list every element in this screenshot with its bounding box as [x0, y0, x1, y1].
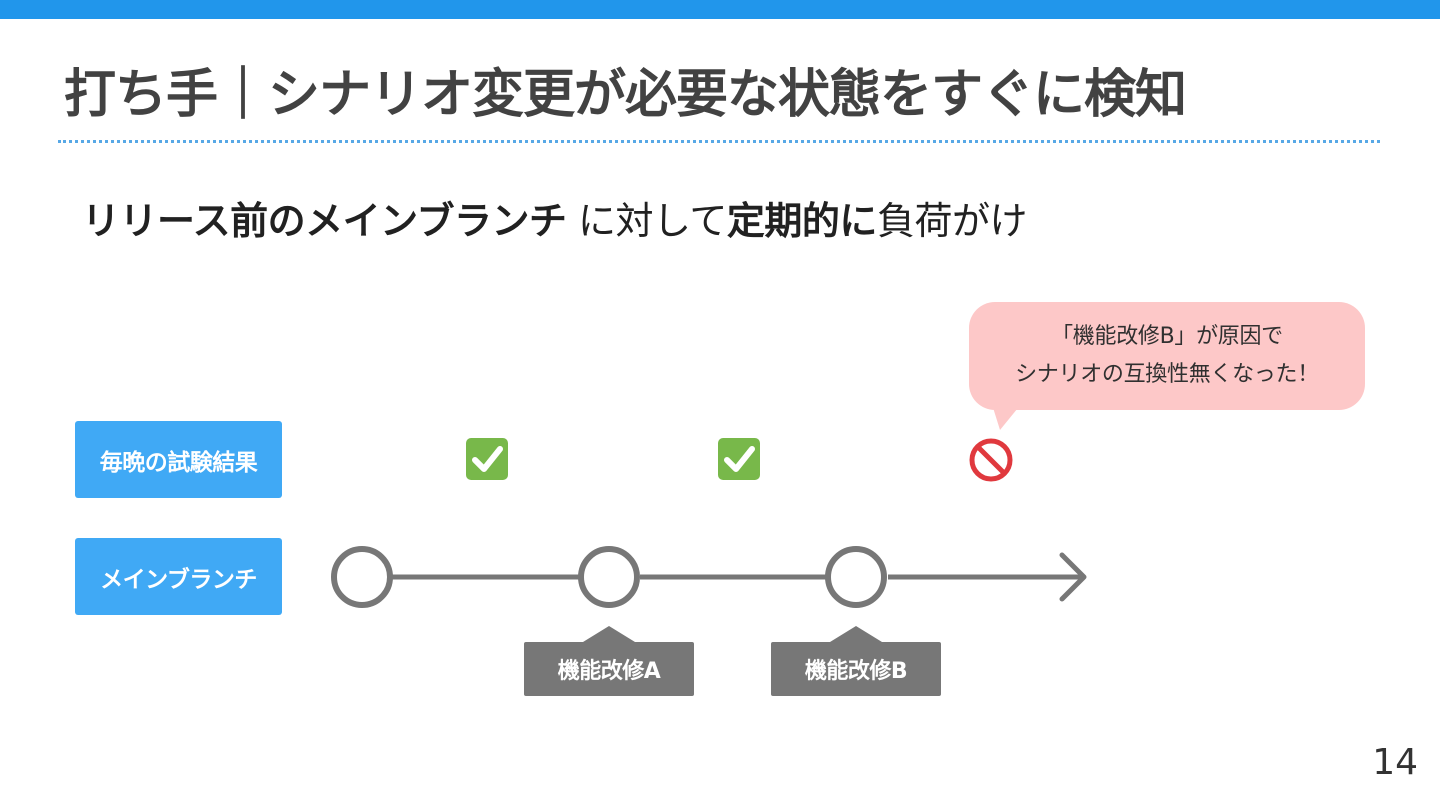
- subtitle-text-load: 負荷がけ: [876, 199, 1028, 243]
- callout-line-1: 「機能改修B」が原因で: [1051, 324, 1283, 349]
- commit-tag-feature-a: 機能改修A: [524, 626, 694, 696]
- page-number: 14: [1372, 742, 1418, 783]
- check-mark-icon: [718, 438, 760, 480]
- subtitle-bold-main-branch: リリース前のメインブランチ: [82, 199, 567, 243]
- branch-arrowhead: [1059, 552, 1087, 602]
- check-mark-icon: [466, 438, 508, 480]
- callout-bubble: 「機能改修B」が原因で シナリオの互換性無くなった！: [969, 302, 1365, 410]
- subtitle-bold-periodically: 定期的に: [726, 199, 878, 243]
- callout-line-2: シナリオの互換性無くなった！: [1015, 362, 1319, 387]
- subtitle-text-against: に対して: [566, 199, 727, 243]
- test-results-label: 毎晩の試験結果: [75, 421, 282, 498]
- slide-title: 打ち手｜シナリオ変更が必要な状態をすぐに検知: [64, 65, 1187, 125]
- slide-subtitle: リリース前のメインブランチ に対して定期的に負荷がけ: [82, 190, 1027, 245]
- commit-node: [825, 546, 887, 608]
- no-entry-icon: [968, 437, 1014, 487]
- commit-tag-feature-b: 機能改修B: [771, 626, 941, 696]
- commit-node: [578, 546, 640, 608]
- commit-node: [331, 546, 393, 608]
- title-divider: [58, 140, 1380, 143]
- top-accent-bar: [0, 0, 1440, 19]
- main-branch-label: メインブランチ: [75, 538, 282, 615]
